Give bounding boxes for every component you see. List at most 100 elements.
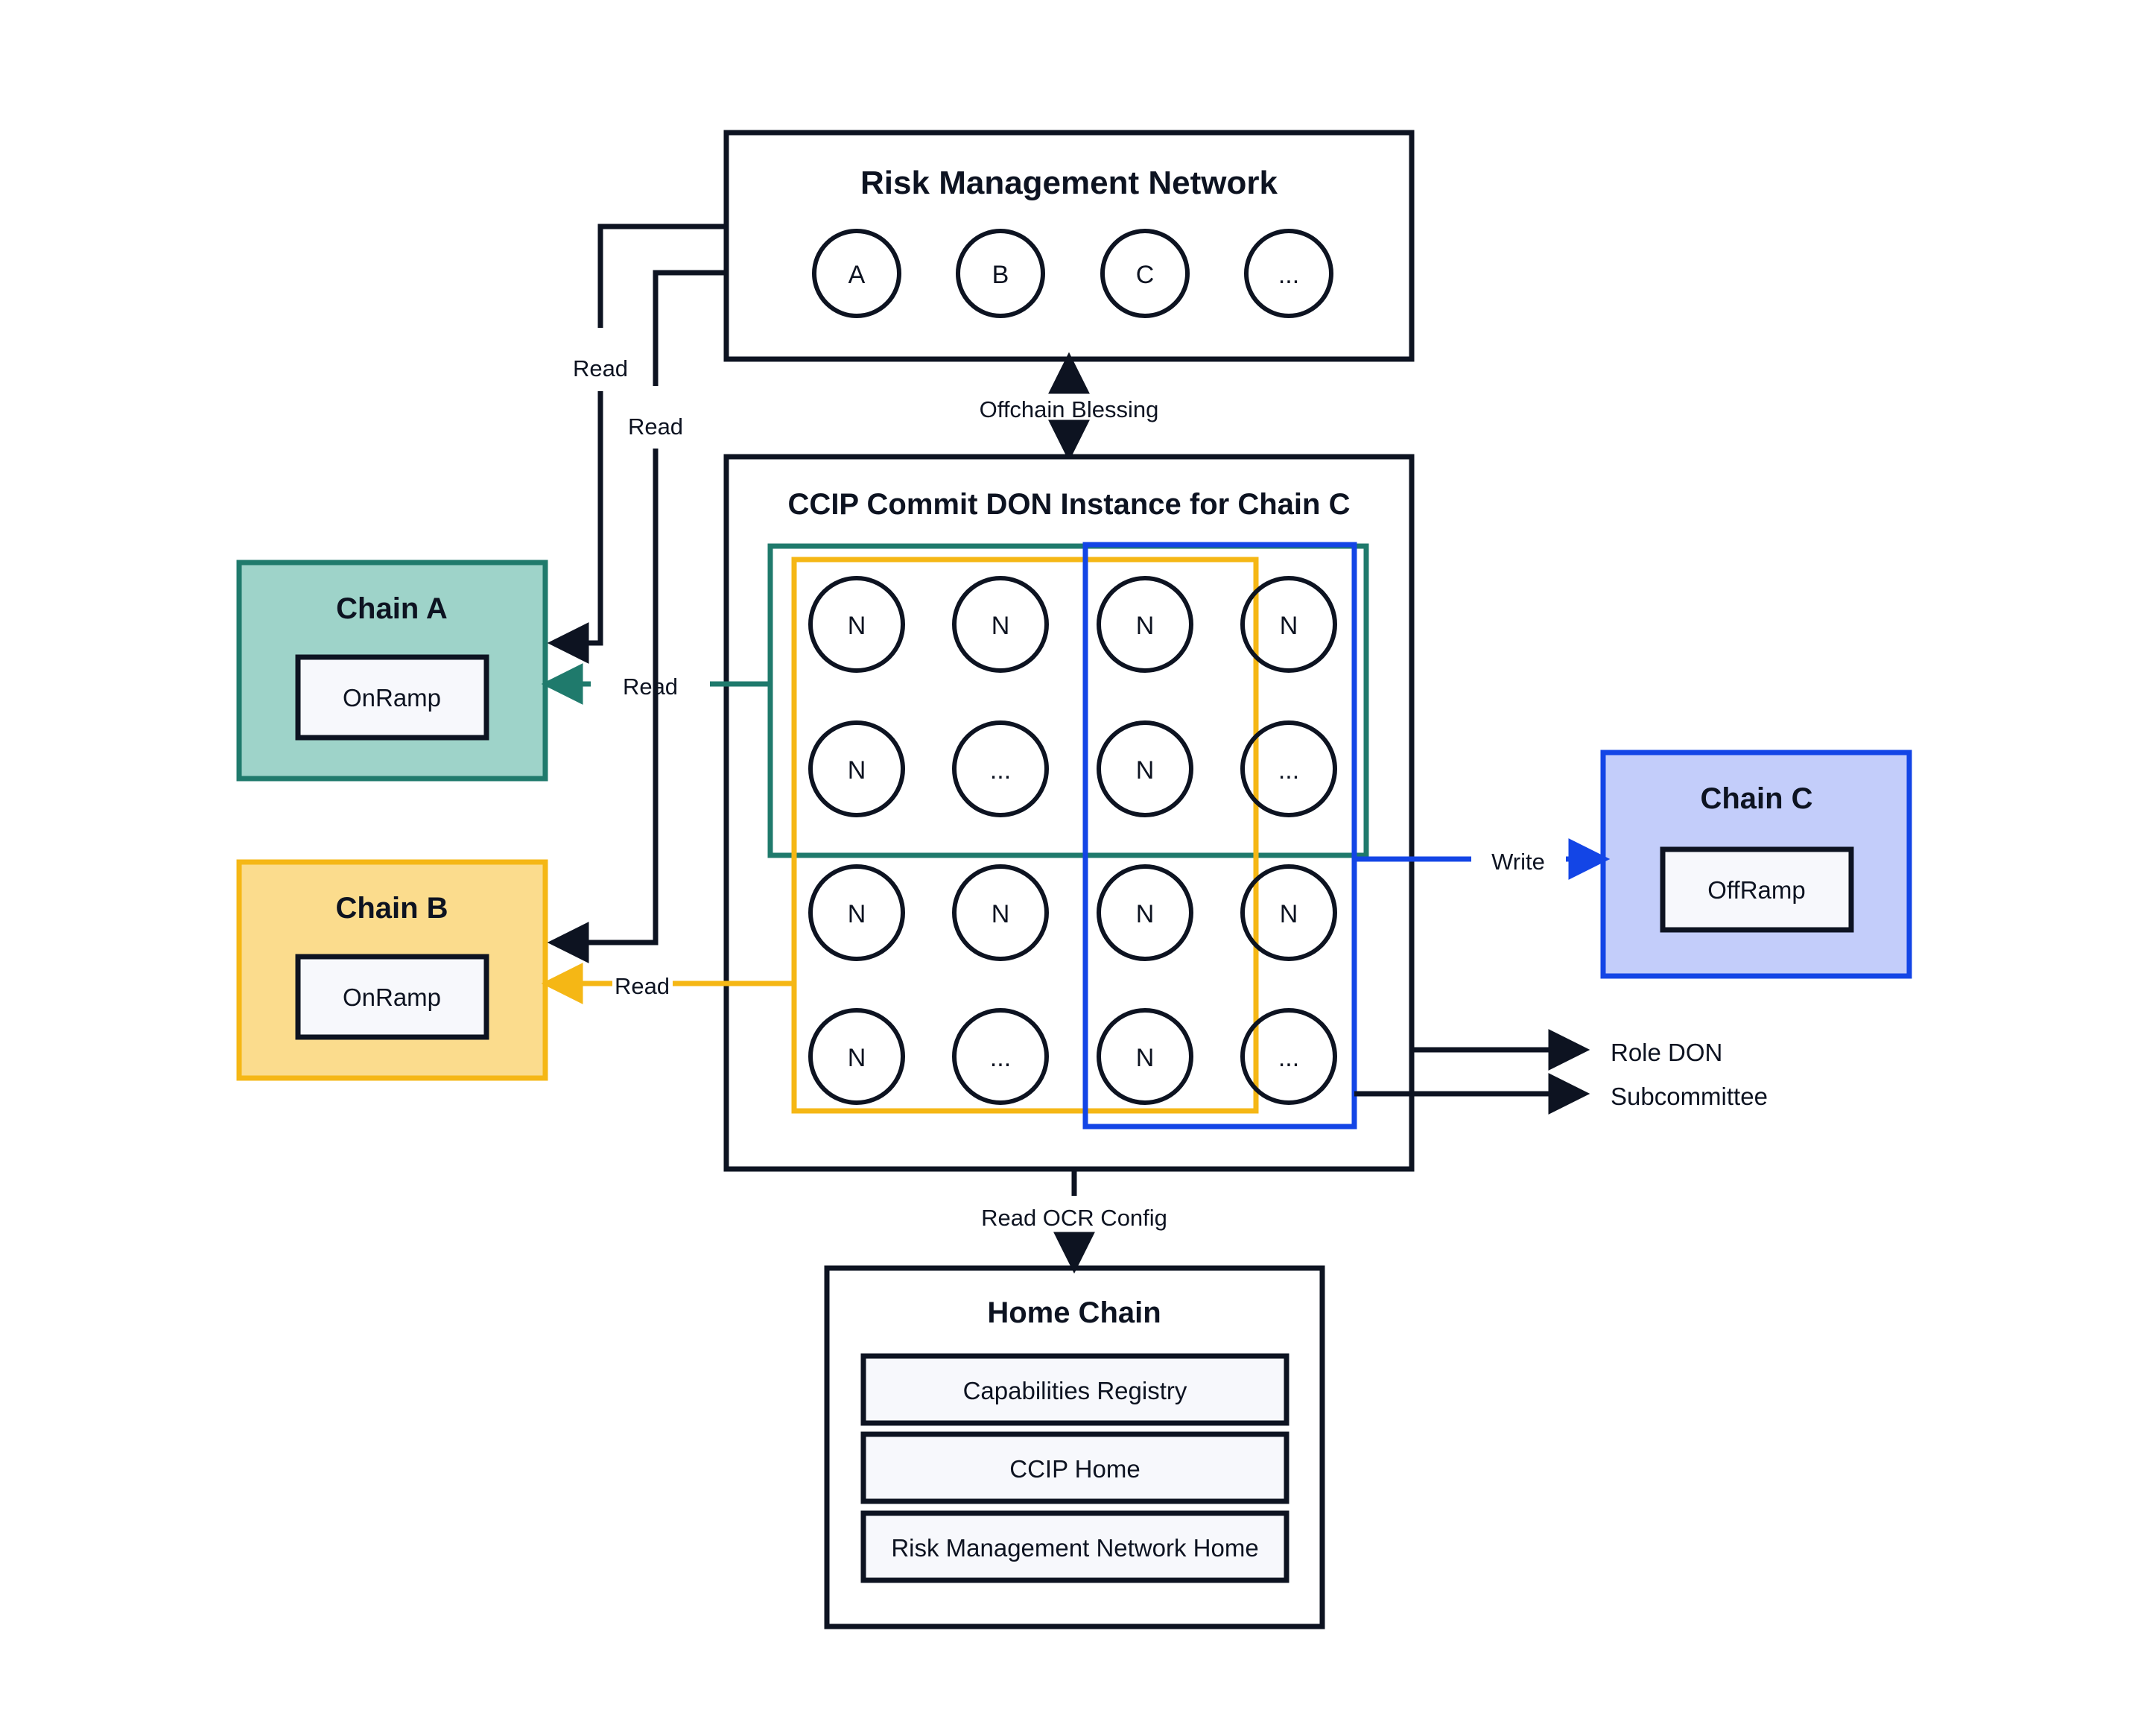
rmn-node-label: C [1136,261,1155,289]
don-node-circle [1097,720,1193,817]
don-node-label: N [992,900,1010,928]
chain-a-title: Chain A [336,592,448,625]
home-chain-item-box [860,1510,1289,1583]
legend-role-don-label: Role DON [1611,1039,1722,1066]
don-node-r3c3: N [1097,864,1193,961]
edge-read-don-to-chain-b: Read [541,963,794,1004]
don-node-r3c1: N [808,864,905,961]
don-node-label: ... [990,1044,1011,1072]
home-chain-title: Home Chain [987,1296,1161,1329]
don-node-label: N [1136,756,1155,785]
chain-b-onramp-box [295,954,489,1040]
overlay-rect-amber [791,557,1259,1114]
don-node-circle [1097,1008,1193,1105]
don-node-r1c2: N [952,576,1049,673]
rmn-node-a: A [812,229,901,318]
don-node-label: N [848,1044,866,1072]
don-node-label: N [848,756,866,785]
chain-c-offramp-label: OffRamp [1707,876,1805,904]
don-node-circle [808,864,905,961]
don-node-label: ... [1278,1044,1299,1072]
don-node-circle [1240,1008,1337,1105]
don-node-circle [1240,864,1337,961]
edge-read-rmn-to-chain-b: Read [547,270,726,963]
offchain-blessing-edge: Offchain Blessing [980,352,1158,462]
don-node-r3c2: N [952,864,1049,961]
don-node-label: N [1280,900,1298,928]
don-node-circle [808,1008,905,1105]
home-chain-item-rmn-home: Risk Management Network Home [860,1510,1289,1583]
don-node-r2c1: N [808,720,905,817]
edge-read-rmn-a-label: Read [573,355,628,381]
edge-read-don-b-label: Read [615,973,670,999]
don-node-label: N [992,612,1010,640]
edge-read-rmn-to-chain-a: Read [547,224,726,664]
commit-don-title: CCIP Commit DON Instance for Chain C [788,488,1351,521]
don-node-label: N [1136,612,1155,640]
don-node-r2c3: N [1097,720,1193,817]
edge-read-rmn-b-seg-top [653,270,726,386]
edge-write-label: Write [1491,849,1545,875]
edge-read-rmn-a-seg-top [597,224,726,328]
home-chain-item-label: Risk Management Network Home [891,1534,1258,1562]
rmn-node-circle [812,229,901,318]
don-node-r4c4: ... [1240,1008,1337,1105]
don-node-r2c2: ... [952,720,1049,817]
edge-read-ocr-config: Read OCR Config [981,1169,1167,1274]
edge-role-don: Role DON [1412,1029,1722,1071]
rmn-node-label: B [992,261,1009,289]
risk-management-network-box: Risk Management Network A B C ... [723,130,1415,362]
home-chain-item-box [860,1353,1289,1426]
don-node-label: N [1280,612,1298,640]
don-node-r3c4: N [1240,864,1337,961]
edge-read-rmn-b-seg-bottom [547,449,659,963]
don-node-circle [808,720,905,817]
don-node-label: N [848,900,866,928]
rmn-node-ellipsis: ... [1244,229,1333,318]
edge-write-don-to-chain-c: Write [1354,838,1611,880]
chain-c-box: Chain C OffRamp [1600,750,1912,979]
home-chain-item-label: Capabilities Registry [963,1377,1187,1404]
home-chain-item-label: CCIP Home [1009,1455,1140,1483]
rmn-title: Risk Management Network [860,165,1278,201]
don-node-label: N [1136,1044,1155,1072]
don-node-circle [1097,864,1193,961]
don-node-r4c1: N [808,1008,905,1105]
don-node-circle [808,576,905,673]
don-node-circle [1097,576,1193,673]
don-node-label: N [848,612,866,640]
home-chain-item-ccip-home: CCIP Home [860,1431,1289,1504]
don-node-circle [952,720,1049,817]
rmn-node-circle [1100,229,1190,318]
chain-b-title: Chain B [335,892,448,925]
chain-a-box: Chain A OnRamp [236,560,548,782]
don-node-r1c3: N [1097,576,1193,673]
don-node-circle [1240,576,1337,673]
home-chain-item-box [860,1431,1289,1504]
edge-read-don-a-label: Read [623,674,678,700]
chain-b-box: Chain B OnRamp [236,859,548,1081]
legend-subcommittee-label: Subcommittee [1611,1083,1768,1110]
edge-read-rmn-a-seg-bottom [547,391,603,664]
overlay-rect-teal [767,543,1369,858]
edge-ocr-label: Read OCR Config [981,1205,1167,1231]
home-chain-box: Home Chain Capabilities Registry CCIP Ho… [824,1265,1325,1629]
rmn-node-circle [956,229,1045,318]
don-node-r1c1: N [808,576,905,673]
don-node-label: ... [990,756,1011,785]
commit-don-box: CCIP Commit DON Instance for Chain C N N… [723,454,1415,1172]
don-node-r4c2: ... [952,1008,1049,1105]
don-node-r2c4: ... [1240,720,1337,817]
don-node-r4c3: N [1097,1008,1193,1105]
rmn-node-c: C [1100,229,1190,318]
don-node-circle [1240,720,1337,817]
rmn-node-b: B [956,229,1045,318]
edge-read-don-to-chain-a: Read [541,663,770,705]
edge-read-rmn-b-label: Read [628,414,683,440]
chain-a-onramp-box [295,654,489,741]
rmn-node-label: ... [1278,261,1299,289]
don-node-r1c4: N [1240,576,1337,673]
chain-b-onramp-label: OnRamp [343,983,441,1011]
